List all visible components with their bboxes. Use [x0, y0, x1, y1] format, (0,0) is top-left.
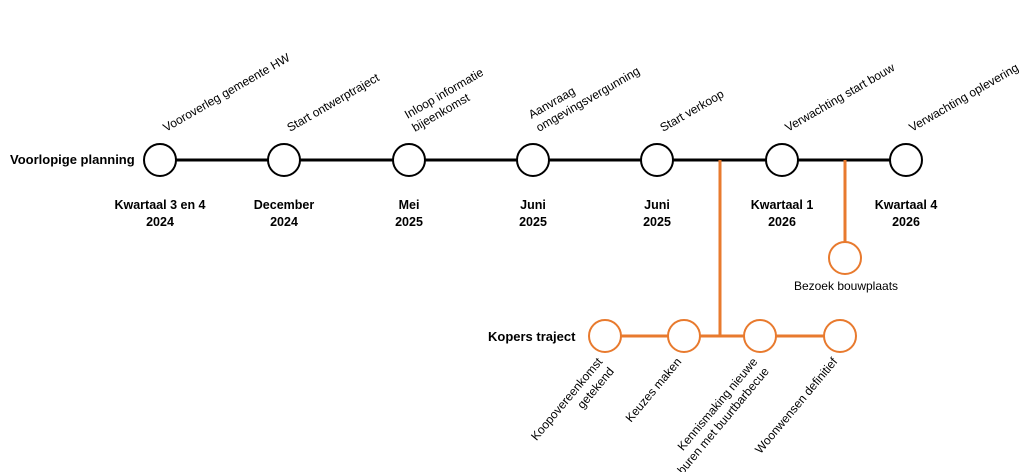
main-milestone-node	[392, 143, 426, 177]
main-milestone-node	[889, 143, 923, 177]
event-line: Start ontwerptraject	[285, 70, 383, 134]
buyer-milestone-node	[588, 319, 622, 353]
buyer-timeline-label: Kopers traject	[488, 329, 576, 344]
event-line: Kennismaking nieuwe	[675, 355, 761, 454]
event-line: Verwachting oplevering	[907, 60, 1021, 134]
event-line: Vooroverleg gemeente HW	[161, 50, 293, 134]
date-line: Mei	[399, 198, 420, 212]
date-line: Juni	[520, 198, 546, 212]
main-milestone-event: Verwachting oplevering	[907, 60, 1021, 134]
main-milestone-event: Start ontwerptraject	[285, 70, 383, 134]
main-milestone-node	[143, 143, 177, 177]
buyer-milestone-event: Koopovereenkomstgetekend	[528, 354, 617, 452]
buyer-milestone-node	[667, 319, 701, 353]
main-milestone-event: Inloop informatiebijeenkomst	[402, 65, 494, 135]
main-milestone-date: Juni 2025	[643, 198, 671, 229]
date-line: Kwartaal 3 en 4	[114, 198, 205, 212]
main-milestone-date: Kwartaal 1 2026	[751, 198, 814, 229]
buyer-milestone-node	[823, 319, 857, 353]
main-milestone-date: Mei 2025	[395, 198, 423, 229]
date-line: December	[254, 198, 315, 212]
event-line: Verwachting start bouw	[783, 60, 898, 134]
main-timeline-label: Voorlopige planning	[10, 152, 135, 167]
event-line: Keuzes maken	[623, 355, 685, 425]
date-line: 2025	[643, 215, 671, 229]
date-line: 2026	[768, 215, 796, 229]
buyer-milestone-event: Kennismaking nieuweburen met buurtbarbec…	[663, 355, 772, 472]
main-milestone-event: Aanvraagomgevingsvergunning	[526, 51, 642, 135]
site-visit-node	[828, 241, 862, 275]
event-line: buren met buurtbarbecue	[674, 364, 772, 472]
date-line: Kwartaal 4	[875, 198, 938, 212]
date-line: Juni	[644, 198, 670, 212]
main-milestone-node	[267, 143, 301, 177]
date-line: 2025	[395, 215, 423, 229]
main-milestone-node	[516, 143, 550, 177]
main-milestone-event: Vooroverleg gemeente HW	[161, 50, 293, 134]
date-line: 2024	[146, 215, 174, 229]
event-line: Start verkoop	[658, 87, 727, 135]
site-visit-label: Bezoek bouwplaats	[794, 279, 898, 293]
main-milestone-date: Kwartaal 4 2026	[875, 198, 938, 229]
buyer-milestone-node	[743, 319, 777, 353]
date-line: Kwartaal 1	[751, 198, 814, 212]
date-line: 2026	[892, 215, 920, 229]
date-line: 2024	[270, 215, 298, 229]
main-milestone-event: Start verkoop	[658, 87, 727, 135]
main-milestone-node	[640, 143, 674, 177]
buyer-milestone-event: Keuzes maken	[623, 355, 685, 425]
main-milestone-node	[765, 143, 799, 177]
main-milestone-date: Kwartaal 3 en 4 2024	[114, 198, 205, 229]
main-milestone-date: December 2024	[254, 198, 315, 229]
main-milestone-event: Verwachting start bouw	[783, 60, 898, 134]
date-line: 2025	[519, 215, 547, 229]
main-milestone-date: Juni 2025	[519, 198, 547, 229]
